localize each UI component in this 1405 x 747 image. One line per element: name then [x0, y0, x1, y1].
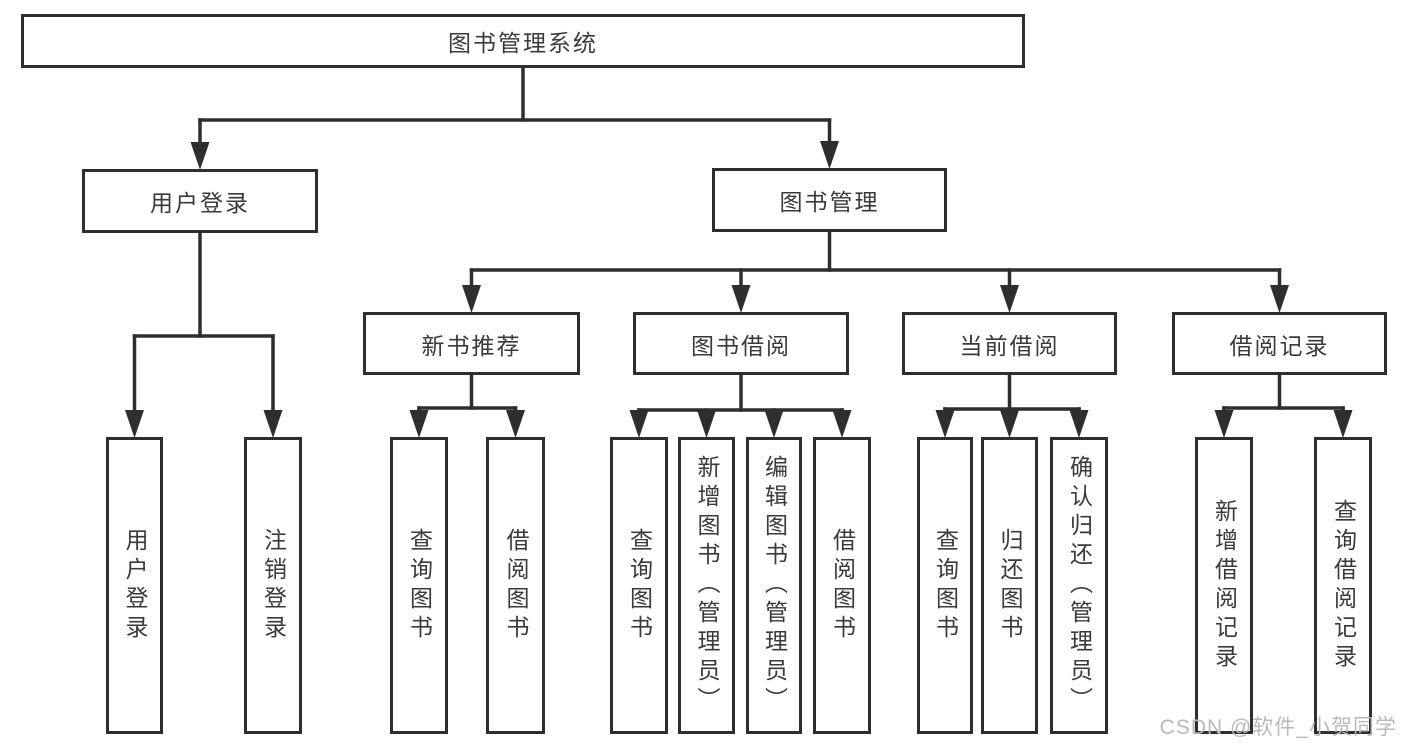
node-recommend: 新书推荐 — [363, 312, 580, 375]
node-mgmt: 图书管理 — [712, 168, 947, 232]
node-logout: 注销登录 — [244, 437, 302, 734]
node-query-book-current: 查询图书 — [917, 437, 973, 734]
node-add-book: 新增图书（管理员） — [678, 437, 735, 734]
node-query-book-borrow: 查询图书 — [610, 437, 668, 734]
node-query-book-rec: 查询图书 — [390, 437, 448, 734]
node-login: 用户登录 — [82, 169, 318, 233]
node-borrow: 图书借阅 — [633, 312, 849, 375]
node-current: 当前借阅 — [902, 312, 1117, 375]
node-confirm-return: 确认归还（管理员） — [1050, 437, 1108, 734]
node-borrow-book-rec: 借阅图书 — [486, 437, 545, 734]
node-edit-book: 编辑图书（管理员） — [746, 437, 802, 734]
node-borrow-book: 借阅图书 — [813, 437, 871, 734]
node-user-login: 用户登录 — [106, 437, 163, 734]
node-query-borrow-record: 查询借阅记录 — [1314, 437, 1372, 734]
node-return-book: 归还图书 — [981, 437, 1038, 734]
node-root: 图书管理系统 — [21, 14, 1025, 68]
node-records: 借阅记录 — [1172, 312, 1387, 375]
node-add-borrow-record: 新增借阅记录 — [1195, 437, 1253, 734]
watermark: CSDN @软件_小贺同学 — [1159, 716, 1397, 739]
